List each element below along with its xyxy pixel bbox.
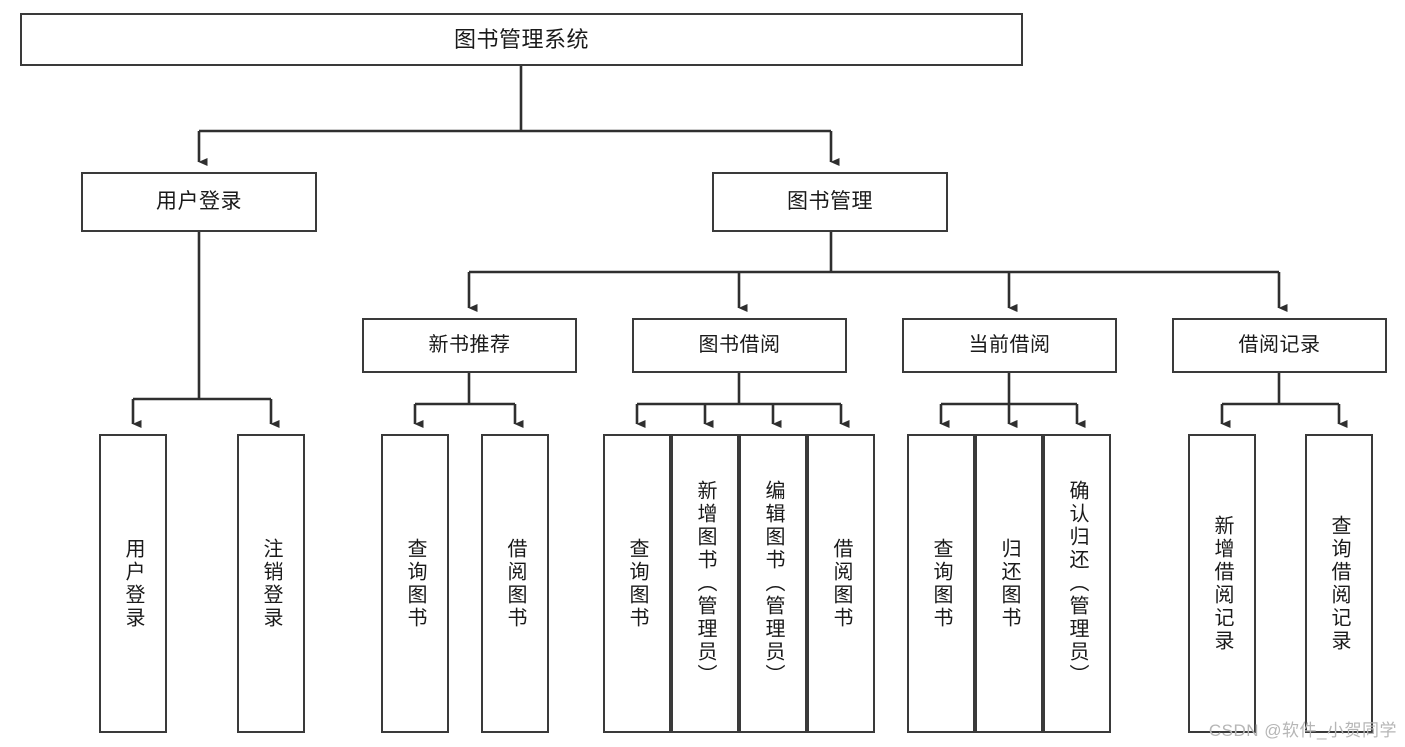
node-label: 查询图书 xyxy=(404,537,426,630)
node-label: 借阅记录 xyxy=(1238,334,1321,356)
node-label: 借阅图书 xyxy=(504,537,526,630)
node-label: 当前借阅 xyxy=(968,334,1051,356)
node-label: 查询图书 xyxy=(626,537,648,630)
node-label: 查询图书 xyxy=(930,537,952,630)
leaf-return-book[interactable]: 归还图书 xyxy=(975,434,1043,733)
node-label: 注销登录 xyxy=(260,537,282,630)
leaf-query-book-borrow[interactable]: 查询图书 xyxy=(603,434,671,733)
node-label: 图书借阅 xyxy=(698,334,781,356)
leaf-user-login[interactable]: 用户登录 xyxy=(99,434,167,733)
node-new-book-recommend[interactable]: 新书推荐 xyxy=(362,318,577,373)
leaf-query-book-recommend[interactable]: 查询图书 xyxy=(381,434,449,733)
node-label: 确认归还（管理员） xyxy=(1066,480,1088,687)
node-user-login[interactable]: 用户登录 xyxy=(81,172,317,232)
leaf-confirm-return-admin[interactable]: 确认归还（管理员） xyxy=(1043,434,1111,733)
node-label: 借阅图书 xyxy=(830,537,852,630)
node-label: 用户登录 xyxy=(122,537,144,630)
node-label: 查询借阅记录 xyxy=(1328,514,1350,653)
node-label: 编辑图书（管理员） xyxy=(762,480,784,687)
node-root-system[interactable]: 图书管理系统 xyxy=(20,13,1023,66)
node-book-borrow[interactable]: 图书借阅 xyxy=(632,318,847,373)
leaf-borrow-book[interactable]: 借阅图书 xyxy=(807,434,875,733)
node-borrow-record[interactable]: 借阅记录 xyxy=(1172,318,1387,373)
leaf-add-book-admin[interactable]: 新增图书（管理员） xyxy=(671,434,739,733)
node-label: 新增借阅记录 xyxy=(1211,514,1233,653)
leaf-query-book-current[interactable]: 查询图书 xyxy=(907,434,975,733)
node-current-borrow[interactable]: 当前借阅 xyxy=(902,318,1117,373)
leaf-query-borrow-record[interactable]: 查询借阅记录 xyxy=(1305,434,1373,733)
node-label: 新书推荐 xyxy=(428,334,511,356)
node-label: 新增图书（管理员） xyxy=(694,480,716,687)
csdn-watermark: CSDN @软件_小贺同学 xyxy=(1208,721,1397,740)
leaf-logout[interactable]: 注销登录 xyxy=(237,434,305,733)
leaf-add-borrow-record[interactable]: 新增借阅记录 xyxy=(1188,434,1256,733)
node-book-management[interactable]: 图书管理 xyxy=(712,172,948,232)
leaf-borrow-book-recommend[interactable]: 借阅图书 xyxy=(481,434,549,733)
node-label: 用户登录 xyxy=(156,189,242,213)
leaf-edit-book-admin[interactable]: 编辑图书（管理员） xyxy=(739,434,807,733)
node-label: 图书管理 xyxy=(787,189,873,213)
node-label: 图书管理系统 xyxy=(453,26,589,52)
node-label: 归还图书 xyxy=(998,537,1020,630)
